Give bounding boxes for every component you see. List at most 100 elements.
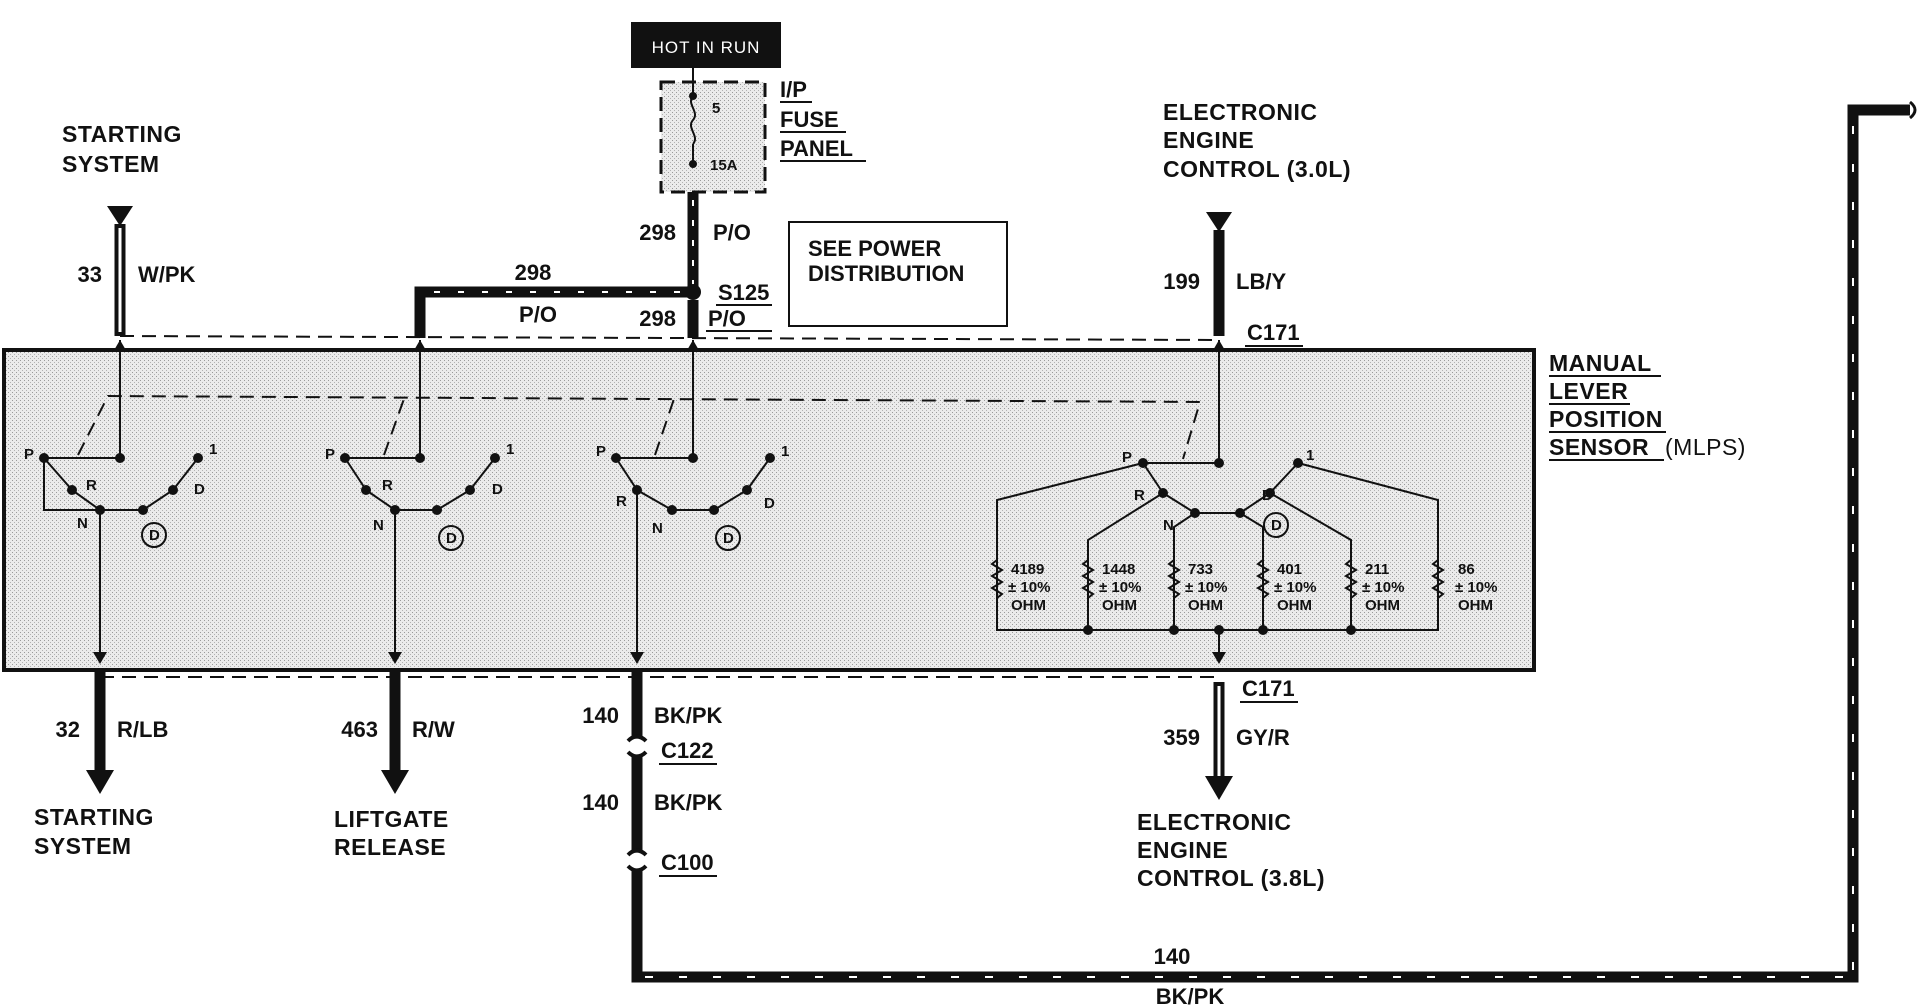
res-1-unit: OHM <box>1011 597 1046 614</box>
s2-n: N <box>373 517 384 534</box>
s1-1: 1 <box>209 441 217 458</box>
s3-od: D <box>723 530 734 547</box>
s3-d: D <box>764 495 775 512</box>
res-6-unit: OHM <box>1458 597 1493 614</box>
see-power-line-2: DISTRIBUTION <box>808 261 964 286</box>
s3-r: R <box>616 493 627 510</box>
eec-bottom-line-2: ENGINE <box>1137 837 1228 863</box>
switch-4-resistor-ladder: P R N D 1 D 4189 ± 10% OHM 1448 ± 10% OH… <box>990 340 1497 660</box>
fuse-panel-name-1: I/P <box>780 77 807 102</box>
wire-298-down-circuit: 298 <box>639 306 676 331</box>
c100-label: C100 <box>661 850 714 875</box>
wire-33-color: W/PK <box>138 262 196 287</box>
switch-1: P R N D 1 D <box>24 340 217 660</box>
resistor-zigzag <box>990 559 1004 599</box>
wire-140-upper-color: BK/PK <box>654 703 723 728</box>
eec-bottom-line-1: ELECTRONIC <box>1137 809 1292 835</box>
res-5-unit: OHM <box>1365 597 1400 614</box>
mlps-label-suffix: (MLPS) <box>1665 434 1746 460</box>
eec-bottom-line-3: CONTROL (3.8L) <box>1137 865 1325 891</box>
mlps-label-4: SENSOR <box>1549 434 1649 460</box>
wire-463-color: R/W <box>412 717 455 742</box>
wire-33-circuit: 33 <box>78 262 102 287</box>
res-3-tol: ± 10% <box>1185 579 1227 596</box>
s4-p: P <box>1122 449 1132 466</box>
fuse-panel-box <box>659 80 767 194</box>
c171-bottom-label: C171 <box>1242 676 1295 701</box>
res-3-value: 733 <box>1188 561 1213 578</box>
res-6-value: 86 <box>1458 561 1475 578</box>
wire-140-mid-color: BK/PK <box>654 790 723 815</box>
resistor-zigzag <box>1256 559 1270 599</box>
connector-c122-symbol <box>626 734 648 759</box>
s4-r: R <box>1134 487 1145 504</box>
starting-bottom-line-2: SYSTEM <box>34 833 132 859</box>
liftgate-line-2: RELEASE <box>334 834 446 860</box>
wire-140-bottom-circuit: 140 <box>1154 944 1191 969</box>
s2-d: D <box>492 481 503 498</box>
s1-d: D <box>194 481 205 498</box>
s3-1: 1 <box>781 443 789 460</box>
s1-od: D <box>149 527 160 544</box>
mlps-module-box <box>2 348 1536 672</box>
s4-n: N <box>1163 517 1174 534</box>
s1-n: N <box>77 515 88 532</box>
s3-n: N <box>652 520 663 537</box>
connector-c171-top <box>119 335 1220 341</box>
wire-199-color: LB/Y <box>1236 269 1286 294</box>
res-2-unit: OHM <box>1102 597 1137 614</box>
c122-label: C122 <box>661 738 714 763</box>
see-power-box <box>788 221 1008 327</box>
s4-od: D <box>1271 517 1282 534</box>
mlps-label-2: LEVER <box>1549 378 1628 404</box>
wire-298-feed-circuit: 298 <box>639 220 676 245</box>
res-2-tol: ± 10% <box>1099 579 1141 596</box>
s2-1: 1 <box>506 441 514 458</box>
wire-463-circuit: 463 <box>341 717 378 742</box>
wire-140-bottom-color: BK/PK <box>1156 984 1225 1008</box>
fuse-rating: 15A <box>710 157 738 174</box>
splice-label: S125 <box>718 280 769 305</box>
s4-1: 1 <box>1306 447 1314 464</box>
fuse-panel-name-2: FUSE <box>780 107 839 132</box>
eec-top-line-2: ENGINE <box>1163 127 1254 153</box>
wire-298-branch-circuit: 298 <box>515 260 552 285</box>
fuse-icon <box>690 95 696 145</box>
eec-top-line-1: ELECTRONIC <box>1163 99 1318 125</box>
eec-top-line-3: CONTROL (3.0L) <box>1163 156 1351 182</box>
res-6-tol: ± 10% <box>1455 579 1497 596</box>
starting-bottom-line-1: STARTING <box>34 804 154 830</box>
hot-in-run-box <box>631 22 781 68</box>
hot-in-run-label: HOT IN RUN <box>652 38 761 57</box>
starting-top-line-2: SYSTEM <box>62 151 160 177</box>
wire-32-circuit: 32 <box>56 717 80 742</box>
wire-298-down-color: P/O <box>708 306 746 331</box>
wire-199-circuit: 199 <box>1163 269 1200 294</box>
res-5-value: 211 <box>1365 561 1389 578</box>
s1-p: P <box>24 446 34 463</box>
starting-top-line-1: STARTING <box>62 121 182 147</box>
res-1-tol: ± 10% <box>1008 579 1050 596</box>
s1-r: R <box>86 477 97 494</box>
connector-c100-symbol <box>626 848 648 873</box>
s3-p: P <box>596 443 606 460</box>
mlps-label-1: MANUAL <box>1549 350 1652 376</box>
mlps-label-3: POSITION <box>1549 406 1663 432</box>
res-3-unit: OHM <box>1188 597 1223 614</box>
wire-298-branch-color: P/O <box>519 302 557 327</box>
resistor-zigzag <box>1344 559 1358 599</box>
see-power-line-1: SEE POWER <box>808 236 941 261</box>
wire-32-color: R/LB <box>117 717 168 742</box>
res-5-tol: ± 10% <box>1362 579 1404 596</box>
res-4-unit: OHM <box>1277 597 1312 614</box>
res-1-value: 4189 <box>1011 561 1044 578</box>
res-2-value: 1448 <box>1102 561 1135 578</box>
resistor-zigzag <box>1081 559 1095 599</box>
fuse-number: 5 <box>712 100 720 117</box>
wire-359-color: GY/R <box>1236 725 1290 750</box>
wire-140-loop <box>631 104 1910 983</box>
c171-top-label: C171 <box>1247 320 1300 345</box>
res-4-value: 401 <box>1277 561 1302 578</box>
res-4-tol: ± 10% <box>1274 579 1316 596</box>
